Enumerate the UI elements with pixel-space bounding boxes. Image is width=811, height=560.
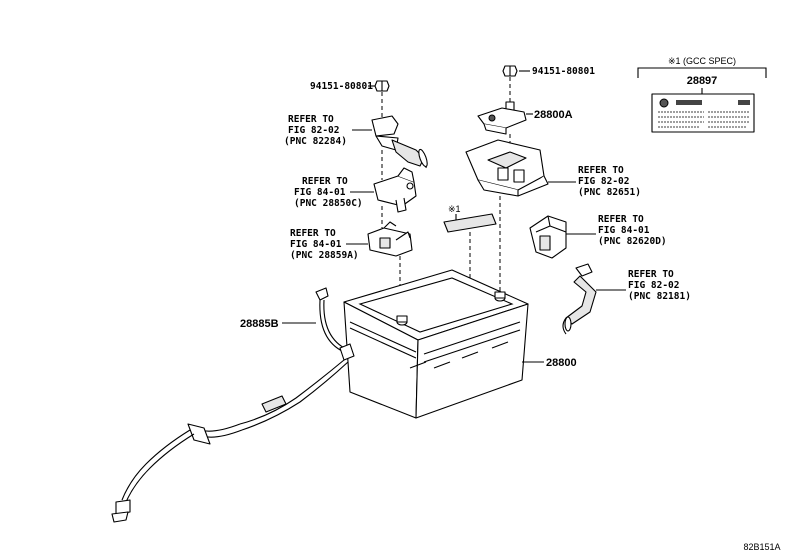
refer-right-2-line2: FIG 84-01 <box>598 225 650 236</box>
refer-right-1-line1: REFER TO <box>578 165 624 176</box>
bolt-left <box>374 80 390 92</box>
refer-right-1-line3: (PNC 82651) <box>578 187 641 198</box>
refer-right-1-line2: FIG 82-02 <box>578 176 629 187</box>
refer-left-1-line2: FIG 82-02 <box>288 125 339 136</box>
ground-cable-82181 <box>562 263 597 335</box>
refer-left-2-line3: (PNC 28850C) <box>294 198 363 209</box>
negative-terminal-clamp <box>477 101 527 135</box>
refer-right-3-line3: (PNC 82181) <box>628 291 691 302</box>
refer-left-3-line3: (PNC 28859A) <box>290 250 359 261</box>
label-cable: 28885B <box>240 318 279 330</box>
warning-symbol-icon <box>659 98 669 108</box>
refer-right-3-line2: FIG 82-02 <box>628 280 679 291</box>
caution-label-sticker <box>651 93 755 133</box>
refer-left-2-line1: REFER TO <box>302 176 348 187</box>
label-sticker-marked <box>443 213 497 233</box>
terminal-bracket-28859a <box>367 221 413 257</box>
label-bolt-right: 94151-80801 <box>532 66 595 77</box>
refer-left-3-line1: REFER TO <box>290 228 336 239</box>
label-terminal-clamp: 28800A <box>534 109 573 121</box>
label-caution-part-number: 28897 <box>687 75 718 87</box>
fuse-box-82651 <box>465 139 549 197</box>
bolt-right <box>502 65 518 77</box>
refer-left-3-line2: FIG 84-01 <box>290 239 342 250</box>
gcc-spec-title: ※1 (GCC SPEC) <box>668 56 736 66</box>
refer-left-1-line1: REFER TO <box>288 114 334 125</box>
refer-left-2-line2: FIG 84-01 <box>294 187 346 198</box>
gcc-spec-box: ※1 (GCC SPEC) 28897 <box>637 56 767 133</box>
sensor-cable-28885b <box>111 287 355 523</box>
positive-terminal-cable <box>371 115 428 169</box>
label-bolt-left: 94151-80801 <box>310 81 373 92</box>
fuse-block-28850c <box>373 167 417 213</box>
refer-right-2-line3: (PNC 82620D) <box>598 236 667 247</box>
battery-28800 <box>343 269 529 419</box>
refer-left-1-line3: (PNC 82284) <box>284 136 347 147</box>
diagram-code: 82B151A <box>743 542 780 552</box>
label-battery: 28800 <box>546 357 577 369</box>
refer-right-3-line1: REFER TO <box>628 269 674 280</box>
refer-right-2-line1: REFER TO <box>598 214 644 225</box>
terminal-cover-82620d <box>529 215 567 259</box>
note-marker: ※1 <box>448 204 461 214</box>
